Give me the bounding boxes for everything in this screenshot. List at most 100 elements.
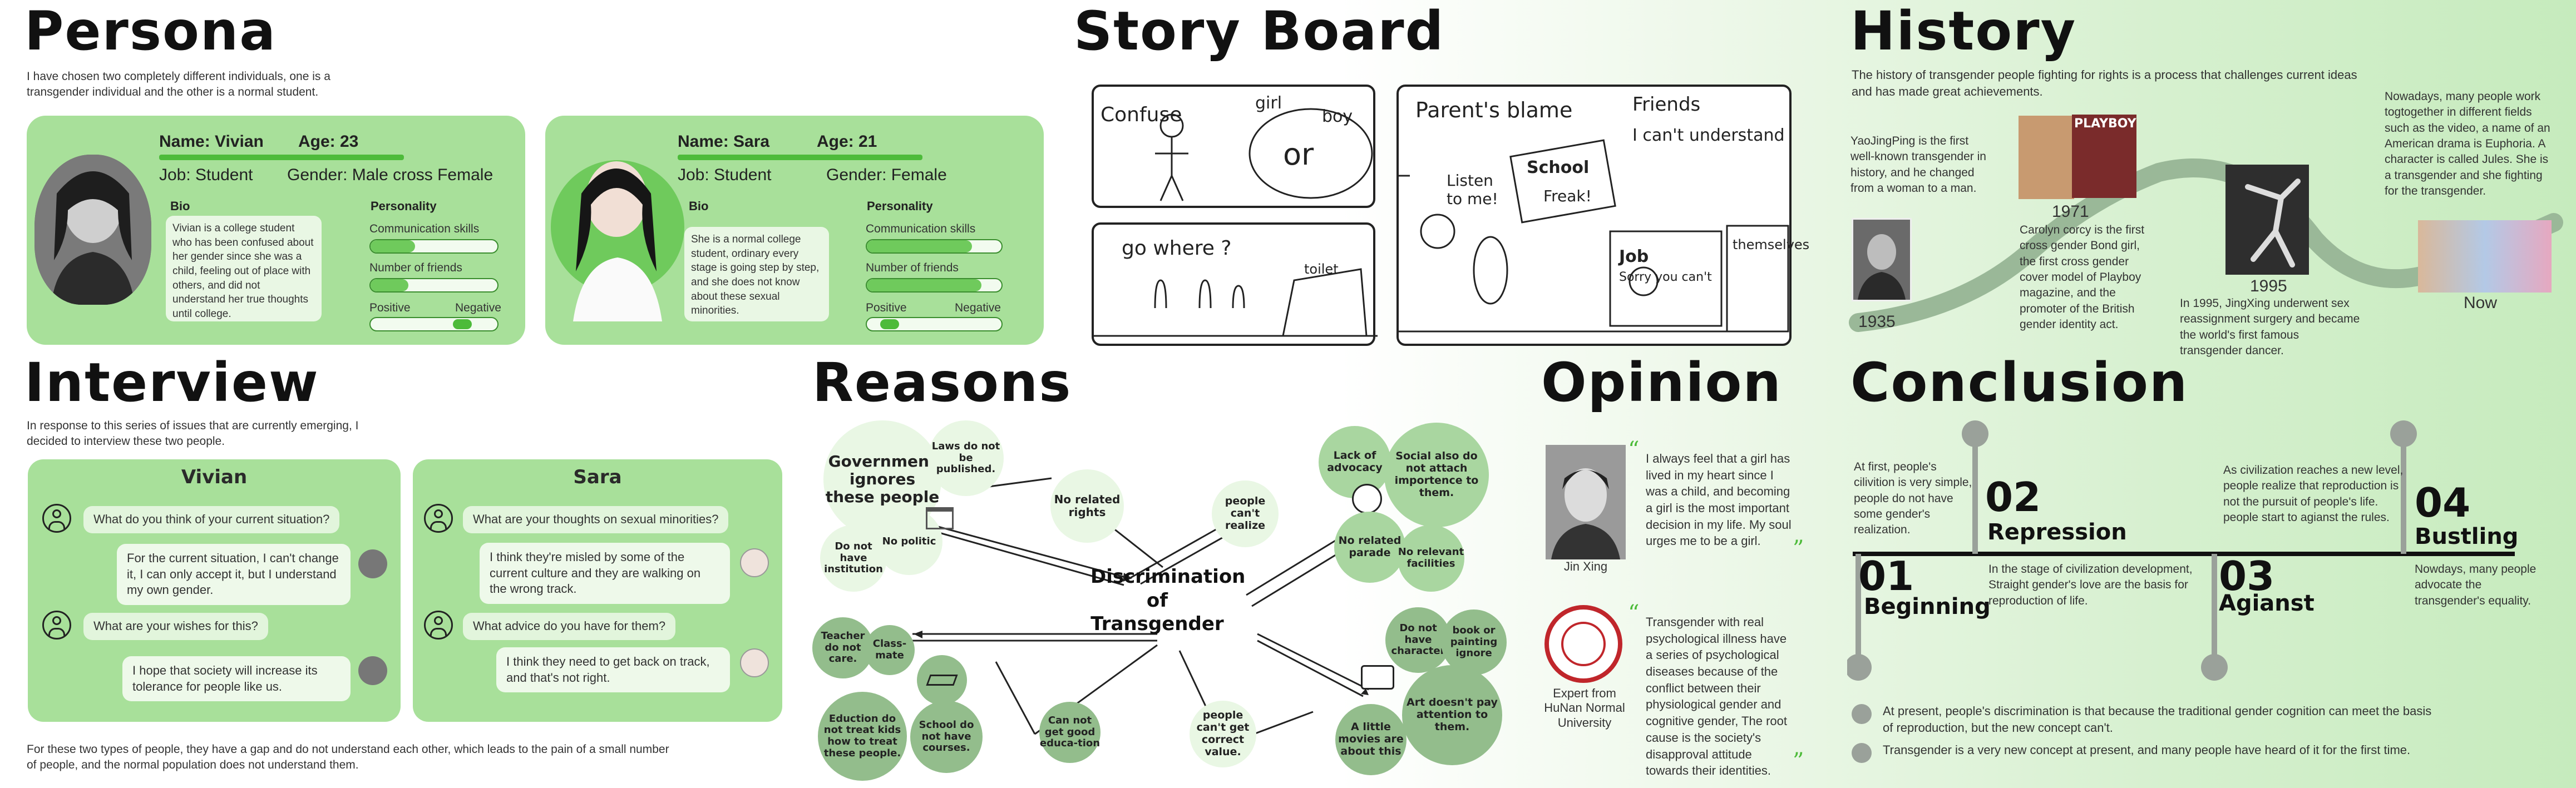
persona-bio: Vivian is a college student who has been…	[166, 216, 322, 321]
positive-label: Positive	[866, 301, 907, 314]
conclusion-stage-text: In the stage of civilization development…	[1988, 563, 2193, 607]
history-intro: The history of transgender people fighti…	[1852, 68, 2357, 98]
reason-node: Art doesn't pay attention to them.	[1402, 665, 1502, 765]
panel-text: girl	[1255, 93, 1282, 113]
user-icon	[424, 504, 453, 533]
history-photo-now	[2418, 220, 2552, 293]
persona-bio: She is a normal college student, ordinar…	[684, 227, 829, 321]
conclusion-timeline	[1847, 420, 2515, 681]
jin-xing-photo	[1546, 445, 1626, 559]
panel-text: go where ?	[1122, 237, 1232, 260]
answer-bubble: I think they need to get back on track, …	[496, 647, 730, 693]
conclusion-stage-text: Nowdays, many people advocate the transg…	[2415, 563, 2536, 607]
reason-node: Social also do not attach importence to …	[1384, 423, 1489, 527]
answer-bubble: For the current situation, I can't chang…	[117, 544, 351, 605]
reason-node: Can not get good educa-tion	[1039, 702, 1101, 763]
interview-intro: In response to this series of issues tha…	[27, 419, 359, 448]
answer-bubble: I think they're misled by some of the cu…	[480, 543, 730, 604]
conclusion-stage-text: At first, people's cilivition is very si…	[1854, 460, 1972, 537]
conclusion-stage-name: Bustling	[2415, 524, 2519, 549]
avatar	[358, 656, 387, 685]
reason-node: people can't get correct value.	[1190, 701, 1256, 767]
reason-node: School do not have courses.	[910, 701, 983, 773]
reason-node: Do not have character	[1385, 607, 1451, 673]
university-seal-icon	[1544, 605, 1622, 683]
slider-dot	[453, 319, 472, 329]
bullet-dot	[1852, 704, 1872, 724]
quote-close-icon: ”	[1793, 536, 1804, 562]
history-title: History	[1850, 0, 2077, 62]
persona-card-sara: Name: Sara Age: 21 Job: Student Gender: …	[545, 116, 1044, 345]
avatar	[740, 548, 769, 577]
panel-text: Listen to me!	[1447, 171, 1498, 208]
panel-text: Friends	[1632, 93, 1701, 116]
reasons-title: Reasons	[812, 351, 1072, 414]
panel-text: I can't understand	[1632, 126, 1785, 145]
bio-label: Bio	[689, 199, 709, 213]
history-year: 1935	[1858, 313, 1896, 331]
conclusion-stage-num: 04	[2415, 479, 2471, 526]
panel-text: Job	[1619, 247, 1649, 266]
history-year: 1971	[2052, 202, 2089, 221]
bar-fill	[867, 279, 981, 291]
reason-node: Eduction do not treat kids how to treat …	[818, 692, 907, 781]
panel-text: Sorry you can't	[1619, 270, 1712, 284]
communication-bar	[866, 239, 1003, 254]
interview-panel-sara: Sara What are your thoughts on sexual mi…	[413, 459, 782, 722]
persona-card-vivian: Name: Vivian Age: 23 Job: Student Gender…	[27, 116, 525, 345]
panel-name: Vivian	[181, 466, 248, 488]
panel-text: themselves	[1733, 237, 1810, 252]
storyboard-panel-1: Confuse girl boy or	[1092, 85, 1375, 208]
storyboard-panel-2: go where ? toilet	[1092, 222, 1378, 346]
quote-close-icon: ”	[1793, 749, 1804, 774]
conclusion-title: Conclusion	[1850, 351, 2189, 414]
conclusion-stage-name: Beginning	[1864, 594, 1991, 620]
persona-title: Persona	[24, 0, 277, 62]
bar-fill	[371, 240, 415, 252]
personality-label: Personality	[867, 199, 933, 213]
history-event-text: Carolyn corcy is the first cross gender …	[2020, 224, 2145, 331]
conclusion-stage-num: 03	[2219, 553, 2275, 599]
communication-label: Communication skills	[369, 222, 480, 235]
storyboard-title: Story Board	[1074, 0, 1445, 62]
sketch	[1094, 268, 1378, 337]
graduation-cap-icon	[917, 655, 967, 705]
reason-node: Laws do not be published.	[928, 420, 1004, 496]
storyboard-panel-3: Parent's blame Listen to me! School Frea…	[1396, 85, 1809, 346]
positive-slider	[369, 317, 499, 331]
quote-open-icon: “	[1628, 437, 1640, 463]
history-year: 1995	[2250, 277, 2287, 295]
camera-icon	[1361, 665, 1394, 690]
reason-node: No relevant facilities	[1398, 525, 1464, 592]
opinion-author: Jin Xing	[1563, 559, 1608, 573]
question-bubble: What do you think of your current situat…	[83, 506, 340, 533]
communication-bar	[369, 239, 499, 254]
reason-node: No related parade	[1334, 512, 1405, 583]
conclusion-stage-name: Agianst	[2219, 591, 2315, 616]
reason-node: Teacher do not care.	[812, 617, 874, 678]
interview-outro: For these two types of people, they have…	[27, 743, 669, 772]
reason-node: A little movies are about this	[1335, 704, 1407, 775]
magazine-title: PLAYBOY	[2074, 117, 2136, 131]
friends-label: Number of friends	[866, 261, 959, 274]
positive-slider	[866, 317, 1003, 331]
reason-node: No politic	[876, 508, 942, 575]
avatar	[358, 549, 387, 578]
persona-gender: Gender: Male cross Female	[287, 166, 494, 184]
negative-label: Negative	[955, 301, 1001, 314]
opinion-quote: Transgender with real psychological illn…	[1646, 615, 1787, 778]
persona-job: Job: Student	[678, 166, 772, 184]
user-icon	[424, 611, 453, 640]
reason-node: book or painting ignore	[1441, 609, 1507, 675]
bar-fill	[371, 279, 409, 291]
personality-label: Personality	[371, 199, 437, 213]
question-bubble: What are your wishes for this?	[83, 613, 268, 640]
reasons-connectors	[912, 477, 1369, 746]
persona-gender: Gender: Female	[826, 166, 947, 184]
persona-intro: I have chosen two completely different i…	[27, 70, 330, 99]
avatar	[740, 648, 769, 677]
reason-node: Class-mate	[865, 625, 915, 675]
avatar	[34, 155, 151, 305]
friends-label: Number of friends	[369, 261, 462, 274]
positive-label: Positive	[369, 301, 411, 314]
